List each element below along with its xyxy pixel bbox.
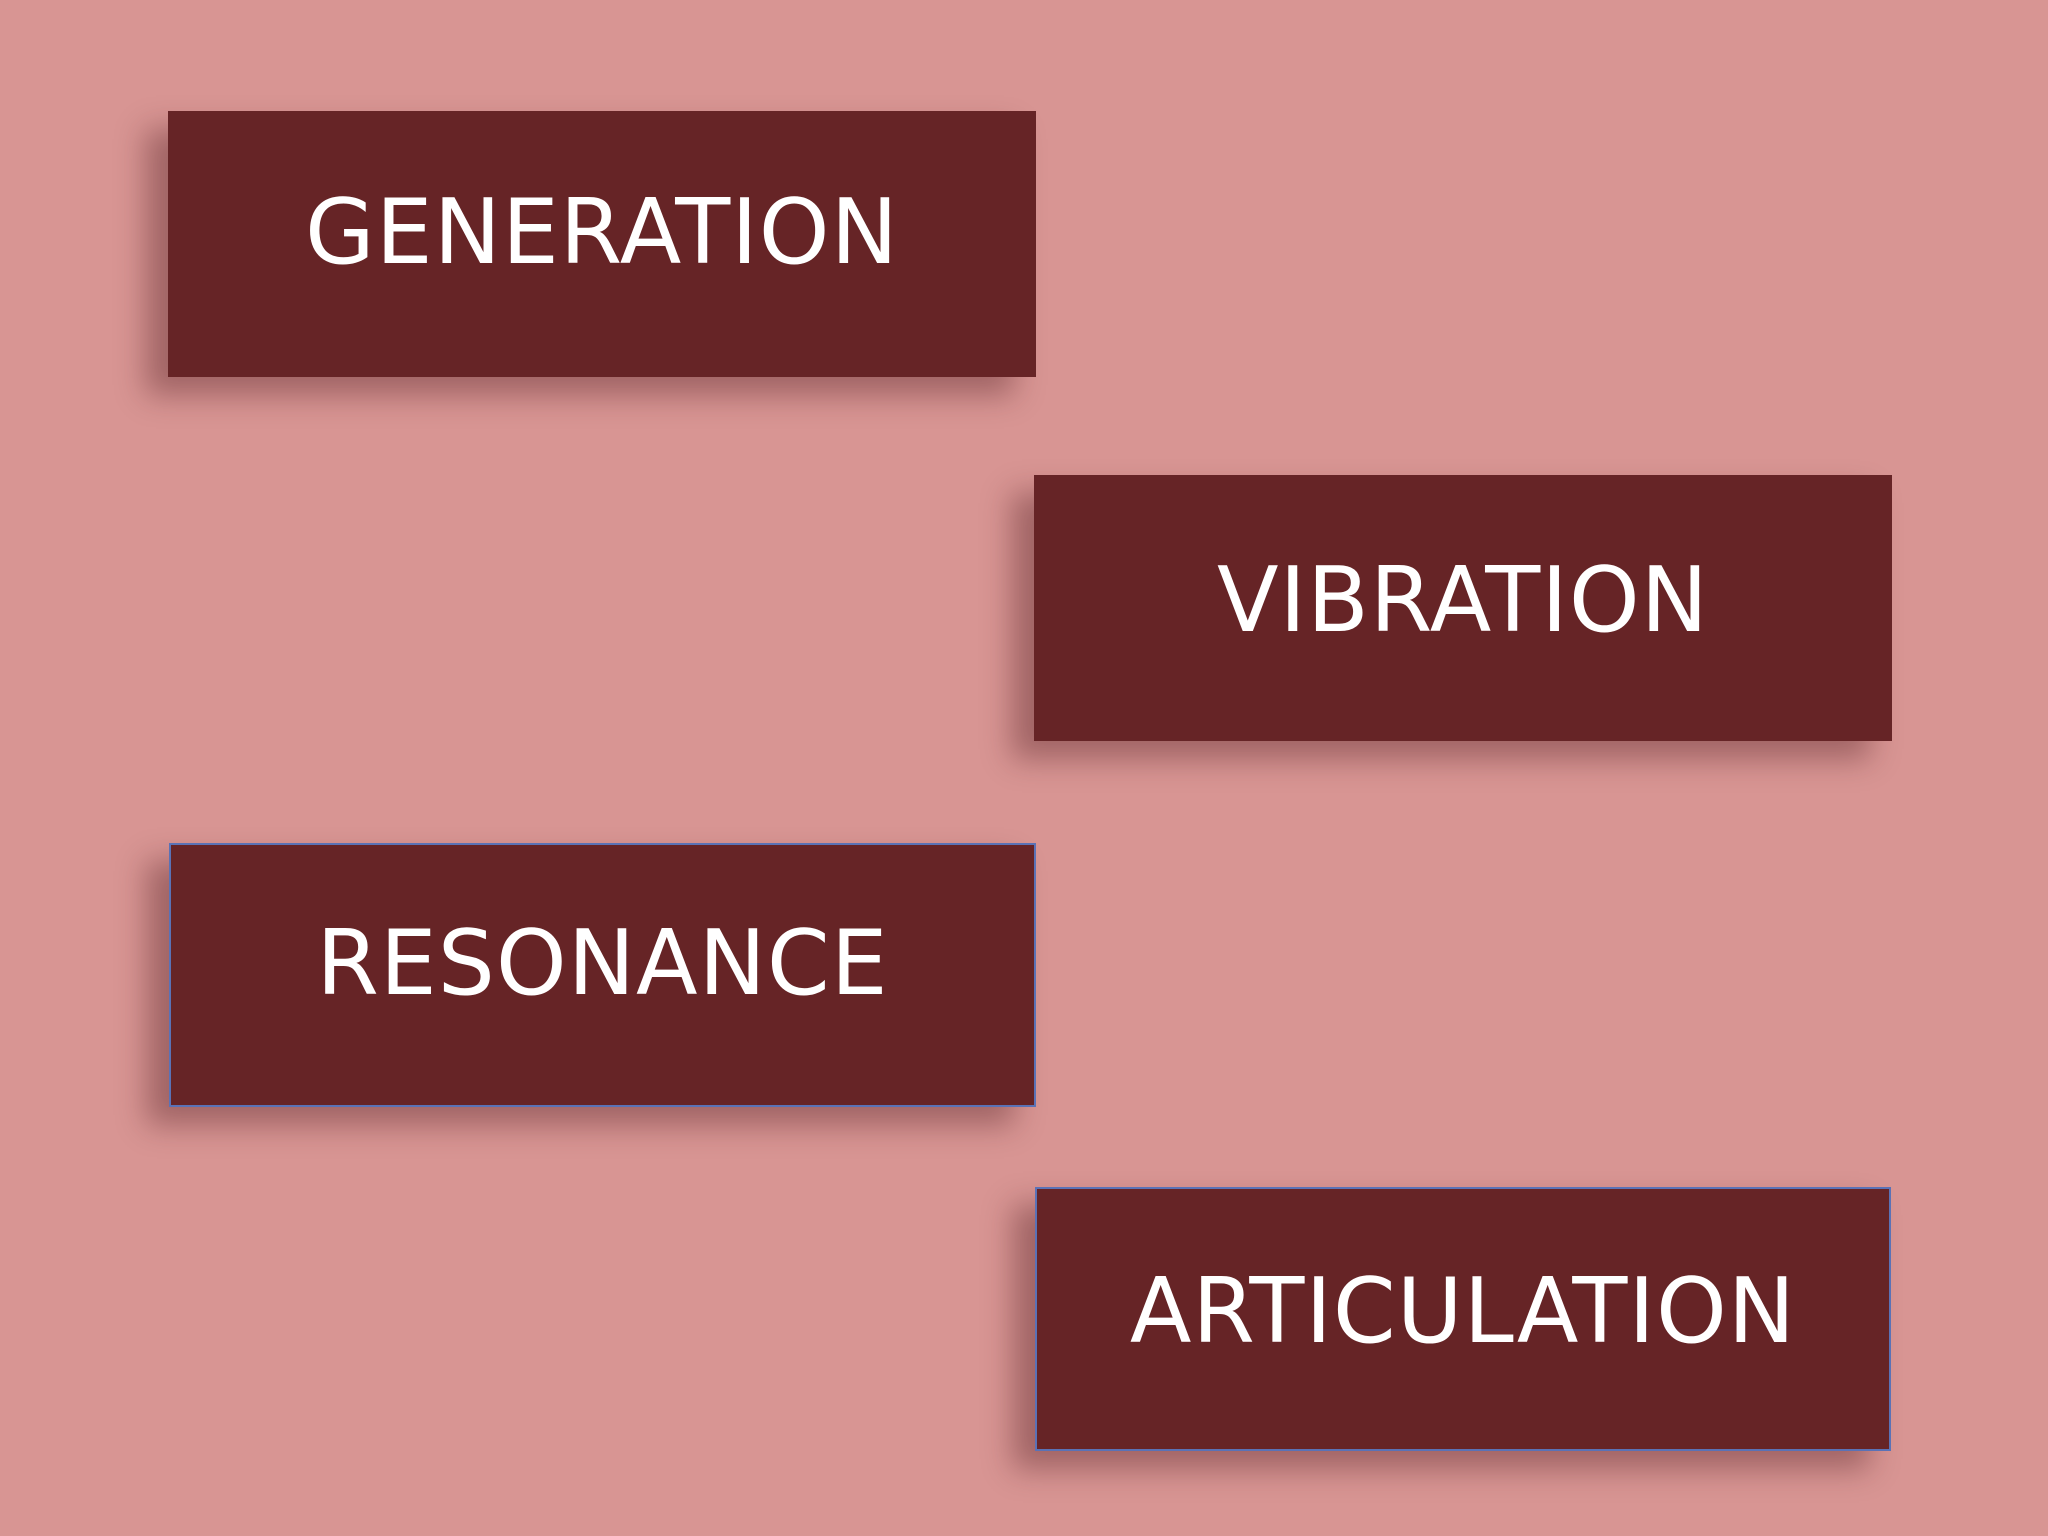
stage-label-generation: GENERATION <box>305 180 899 285</box>
stage-box-vibration: VIBRATION <box>1034 475 1892 741</box>
stage-label-vibration: VIBRATION <box>1216 548 1709 653</box>
stage-box-generation: GENERATION <box>168 111 1036 377</box>
stage-label-articulation: ARTICULATION <box>1129 1259 1797 1364</box>
stage-box-articulation: ARTICULATION <box>1035 1187 1891 1451</box>
stage-box-resonance: RESONANCE <box>169 843 1036 1107</box>
stage-label-resonance: RESONANCE <box>316 911 889 1016</box>
